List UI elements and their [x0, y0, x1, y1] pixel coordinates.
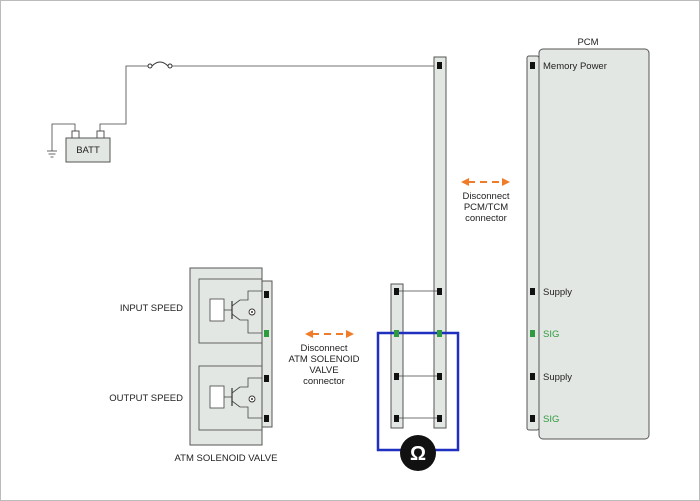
pcm-pin [530, 373, 535, 380]
connector-pin [394, 415, 399, 422]
battery-positive-terminal [96, 130, 105, 139]
battery-feed-wire [99, 65, 148, 131]
pcm-pin-label: Memory Power [543, 61, 607, 72]
pcm-title: PCM [577, 37, 598, 48]
connector-pin-signal [437, 330, 442, 337]
sensor-element-icon [209, 385, 225, 409]
solenoid-pin [264, 375, 269, 382]
connector-pin-signal [394, 330, 399, 337]
ohmmeter-body [400, 435, 436, 471]
output-speed-sensor [198, 365, 263, 431]
solenoid-connector [261, 280, 273, 428]
sensor-element-icon [209, 298, 225, 322]
pcm-body [538, 48, 650, 440]
input-speed-sensor [198, 278, 263, 344]
ground-icon [47, 123, 76, 158]
double-arrow-icon [305, 330, 354, 338]
double-arrow-icon [461, 178, 510, 186]
connector-pin [394, 288, 399, 295]
pcm-pin-label: Supply [543, 372, 572, 383]
solenoid-disconnect-note: Disconnect ATM SOLENOID VALVE connector [288, 330, 360, 387]
solenoid-housing [189, 267, 263, 446]
solenoid-pin-signal [264, 330, 269, 337]
ohm-icon: Ω [410, 443, 426, 465]
battery-label: BATT [76, 145, 100, 156]
solenoid-pin [264, 415, 269, 422]
pcm-harness-connector [433, 56, 447, 429]
note-line: PCM/TCM [464, 202, 508, 213]
battery-negative-terminal [71, 130, 80, 139]
note-line: ATM SOLENOID [288, 354, 359, 365]
note-line: connector [303, 376, 345, 387]
pcm-pin-label: Supply [543, 287, 572, 298]
output-speed-label: OUTPUT SPEED [109, 393, 183, 404]
pcm-pin [530, 62, 535, 69]
solenoid-harness-connector [390, 283, 404, 429]
battery-body [65, 137, 111, 163]
pcm-pin-signal [530, 330, 535, 337]
connector-pin [437, 373, 442, 380]
atm-solenoid-valve: INPUT SPEED OUTPUT SPEED ATM SOLENOID VA… [109, 267, 278, 464]
connector-pin [437, 415, 442, 422]
note-line: Disconnect [463, 191, 510, 202]
connector-pin [437, 62, 442, 69]
pcm-pin [530, 288, 535, 295]
fuse-icon [147, 61, 173, 69]
pcm-pin [530, 415, 535, 422]
note-line: connector [465, 213, 507, 224]
solenoid-pin [264, 291, 269, 298]
battery: BATT [65, 130, 111, 163]
input-speed-label: INPUT SPEED [120, 303, 183, 314]
pcm-pin-label-signal: SIG [543, 329, 559, 340]
connector-pin [437, 288, 442, 295]
solenoid-caption: ATM SOLENOID VALVE [175, 453, 278, 464]
pcm-disconnect-note: Disconnect PCM/TCM connector [461, 178, 510, 224]
ohmmeter: Ω [400, 435, 436, 471]
pcm-pin-label-signal: SIG [543, 414, 559, 425]
note-line: VALVE [309, 365, 338, 376]
note-line: Disconnect [301, 343, 348, 354]
pcm-module: PCM Memory Power Supply SIG Supply SIG [526, 37, 650, 440]
connector-pin [394, 373, 399, 380]
